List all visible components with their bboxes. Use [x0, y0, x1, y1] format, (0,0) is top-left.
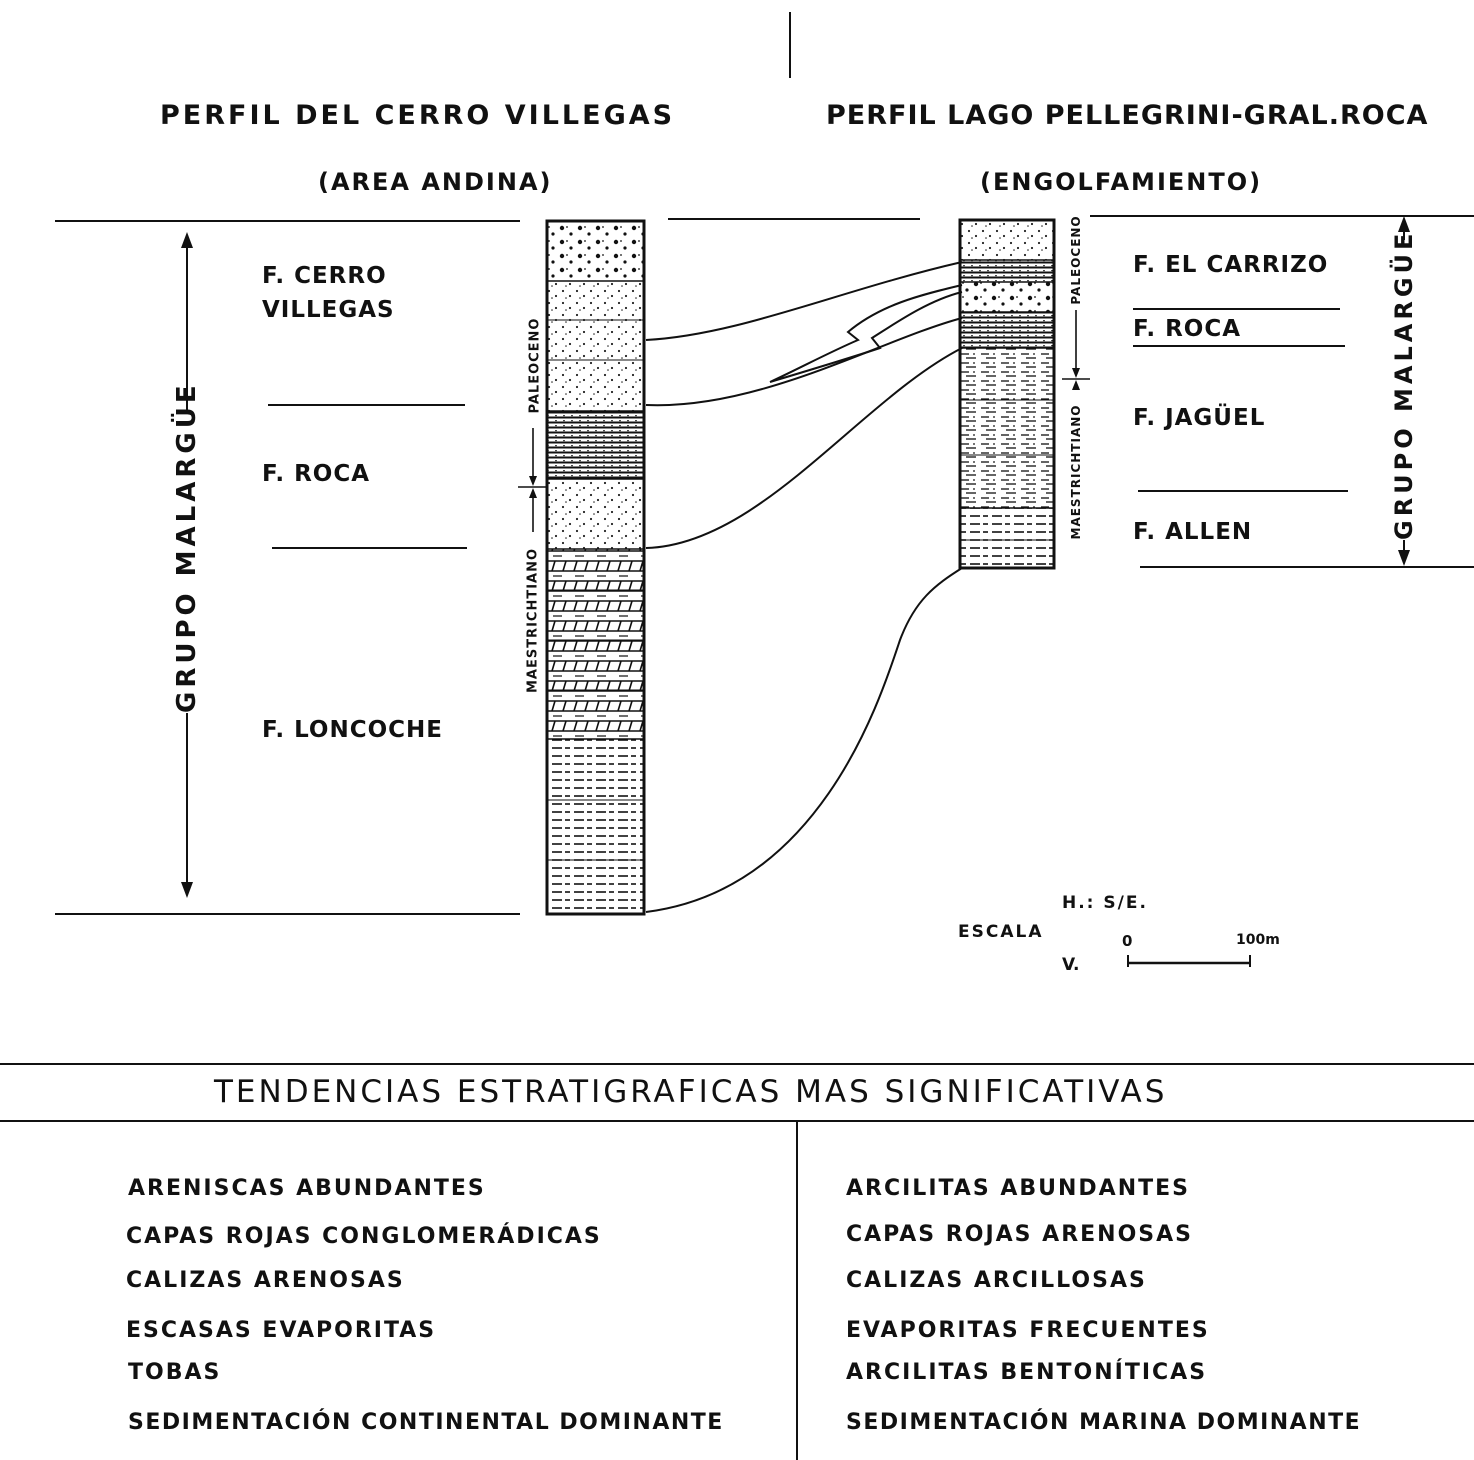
correlation-line-3	[645, 347, 963, 549]
scale-label: ESCALA	[958, 922, 1044, 942]
left-group-arrow-head-down	[181, 882, 193, 898]
left-age-lower: MAESTRICHTIANO	[525, 547, 541, 694]
trend-right-1: ARCILITAS ABUNDANTES	[846, 1176, 1190, 1201]
trend-left-5: TOBAS	[128, 1360, 222, 1385]
right-column	[958, 218, 1056, 570]
left-profile-subtitle: (AREA ANDINA)	[318, 168, 553, 196]
trend-right-4: EVAPORITAS FRECUENTES	[846, 1318, 1210, 1343]
right-formation-allen: F. ALLEN	[1133, 519, 1253, 545]
left-profile-title: PERFIL DEL CERRO VILLEGAS	[160, 100, 676, 131]
trend-right-2: CAPAS ROJAS ARENOSAS	[846, 1222, 1193, 1247]
left-age-upper: PALEOCENO	[527, 317, 543, 414]
trends-title: TENDENCIAS ESTRATIGRAFICAS MAS SIGNIFICA…	[214, 1074, 1168, 1110]
trend-left-4: ESCASAS EVAPORITAS	[126, 1318, 437, 1343]
trend-right-6: SEDIMENTACIÓN MARINA DOMINANTE	[846, 1410, 1362, 1435]
trend-right-5: ARCILITAS BENTONÍTICAS	[846, 1360, 1208, 1385]
right-profile-subtitle: (ENGOLFAMIENTO)	[980, 168, 1263, 196]
right-formation-jaguel: F. JAGÜEL	[1133, 405, 1266, 431]
trend-left-6: SEDIMENTACIÓN CONTINENTAL DOMINANTE	[128, 1410, 724, 1435]
trend-left-2: CAPAS ROJAS CONGLOMERÁDICAS	[126, 1224, 602, 1249]
trend-left-3: CALIZAS ARENOSAS	[126, 1268, 405, 1293]
correlation-line-4	[645, 567, 963, 913]
correlation-line-2	[645, 317, 963, 407]
left-formation-loncoche: F. LONCOCHE	[262, 717, 443, 743]
right-group-arrow-head-down	[1398, 550, 1410, 566]
scale-min: 0	[1122, 932, 1133, 950]
correlation-interfinger	[769, 284, 963, 383]
correlation-line-1	[645, 261, 963, 341]
right-group-label: GRUPO MALARGÜE	[1390, 229, 1418, 540]
right-age-lower: MAESTRICHTIANO	[1069, 404, 1083, 540]
left-formation-cerro-villegas-line2: VILLEGAS	[262, 297, 395, 323]
right-formation-roca: F. ROCA	[1133, 316, 1242, 342]
right-group-arrow-head-up	[1398, 216, 1410, 232]
left-group-arrow-head-up	[181, 232, 193, 248]
left-group-label: GRUPO MALARGÜE	[172, 381, 202, 713]
trend-right-3: CALIZAS ARCILLOSAS	[846, 1268, 1147, 1293]
right-profile-title: PERFIL LAGO PELLEGRINI-GRAL.ROCA	[826, 100, 1429, 131]
right-formation-el-carrizo: F. EL CARRIZO	[1133, 252, 1329, 278]
scale-vertical: V.	[1062, 955, 1080, 975]
scale-horizontal: H.: S/E.	[1062, 893, 1148, 913]
left-formation-roca: F. ROCA	[262, 461, 371, 487]
trend-left-1: ARENISCAS ABUNDANTES	[128, 1176, 486, 1201]
scale-max: 100m	[1236, 932, 1280, 948]
left-column	[545, 219, 646, 916]
right-age-upper: PALEOCENO	[1069, 210, 1083, 310]
left-formation-cerro-villegas-line1: F. CERRO	[262, 263, 387, 289]
